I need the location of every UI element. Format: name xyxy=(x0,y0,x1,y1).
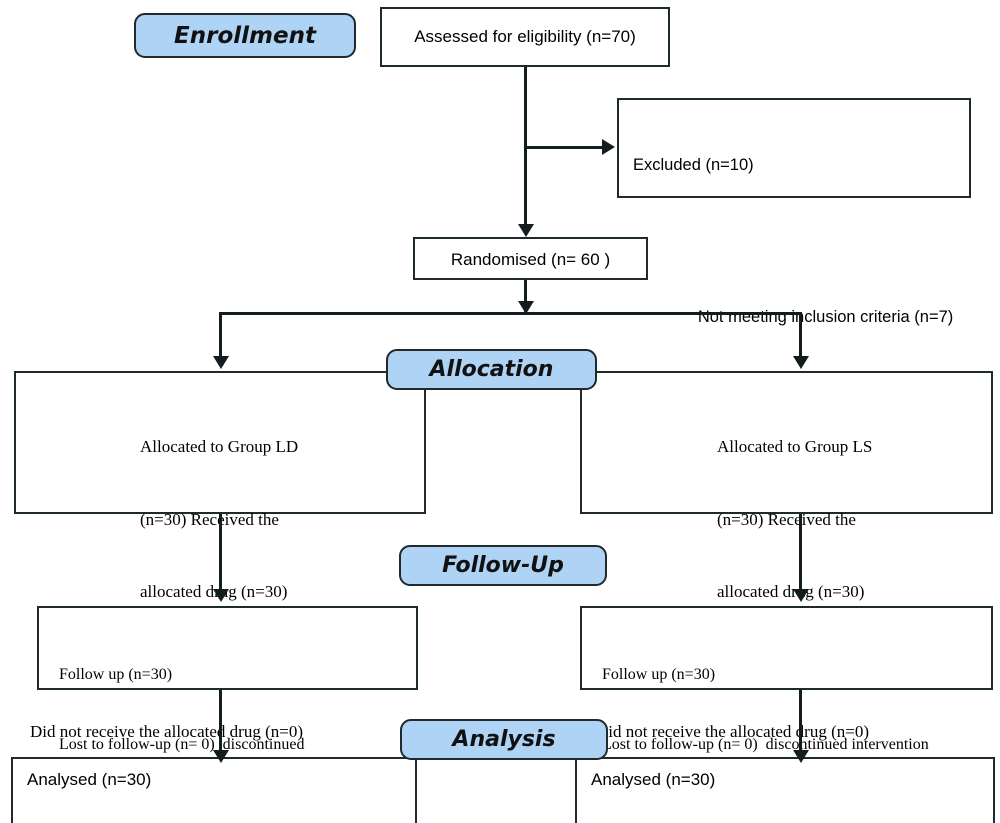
node-followup-right-text: Follow up (n=30) Lost to follow-up (n= 0… xyxy=(602,617,987,823)
list-item: ♦ Not meeting inclusion criteria (n=7) xyxy=(633,263,963,350)
node-analysed-left-text: Analysed (n=30) xyxy=(27,770,152,789)
allocation-left-line4: Did not receive the allocated drug (n=0) xyxy=(30,721,303,741)
node-allocation-right: Allocated to Group LS (n=30) Received th… xyxy=(580,371,993,741)
connector-split-right xyxy=(799,312,802,359)
arrowhead-randomised-stem xyxy=(518,301,534,314)
node-assessed-for-eligibility: Assessed for eligibility (n=70) xyxy=(380,7,670,67)
node-followup-left: Follow up (n=30) Lost to follow-up (n= 0… xyxy=(37,606,418,823)
stage-label-enrollment-text: Enrollment xyxy=(174,22,316,49)
arrowhead-followup-left-to-analysis xyxy=(213,750,229,763)
allocation-left-line2: (n=30) Received the xyxy=(140,509,279,529)
arrowhead-assessed-to-randomised xyxy=(518,224,534,237)
node-allocation-right-text: Allocated to Group LS (n=30) Received th… xyxy=(582,387,991,792)
followup-left-line1: Follow up (n=30) xyxy=(59,666,173,684)
arrowhead-alloc-left-to-followup xyxy=(213,589,229,602)
stage-label-analysis-text: Analysis xyxy=(452,727,556,752)
node-excluded-title: Excluded (n=10) xyxy=(633,155,754,174)
followup-right-line1: Follow up (n=30) xyxy=(602,666,716,684)
list-item-label: Not meeting inclusion criteria (n=7) xyxy=(697,307,954,326)
connector-followup-left-to-analysis xyxy=(219,690,222,755)
connector-split-left xyxy=(219,312,222,359)
connector-randomised-stem xyxy=(524,280,527,313)
node-assessed-for-eligibility-text: Assessed for eligibility (n=70) xyxy=(414,27,636,46)
allocation-right-line2: (n=30) Received the xyxy=(717,509,856,529)
arrowhead-to-excluded xyxy=(602,139,615,155)
connector-allocation-split-bar xyxy=(219,312,802,315)
node-allocation-left-text: Allocated to Group LD (n=30) Received th… xyxy=(16,387,424,792)
connector-to-excluded xyxy=(524,146,606,149)
arrowhead-followup-right-to-analysis xyxy=(793,750,809,763)
allocation-left-line1: Allocated to Group LD xyxy=(140,437,299,457)
node-analysed-right: Analysed (n=30) xyxy=(575,757,995,823)
node-allocation-left: Allocated to Group LD (n=30) Received th… xyxy=(14,371,426,741)
node-excluded: Excluded (n=10) ♦ Not meeting inclusion … xyxy=(617,98,971,456)
node-randomised-text: Randomised (n= 60 ) xyxy=(450,250,611,269)
arrowhead-alloc-right-to-followup xyxy=(793,589,809,602)
connector-alloc-left-to-followup xyxy=(219,514,222,592)
stage-label-allocation-text: Allocation xyxy=(429,357,554,382)
connector-followup-right-to-analysis xyxy=(799,690,802,755)
stage-label-enrollment: Enrollment xyxy=(134,13,356,58)
node-followup-right: Follow up (n=30) Lost to follow-up (n= 0… xyxy=(580,606,993,823)
stage-label-allocation: Allocation xyxy=(386,349,597,390)
followup-right-line2: Lost to follow-up (n= 0) discontinued in… xyxy=(602,735,929,753)
arrowhead-split-right xyxy=(793,356,809,369)
node-analysed-right-text: Analysed (n=30) xyxy=(591,770,716,789)
arrowhead-split-left xyxy=(213,356,229,369)
allocation-right-line1: Allocated to Group LS xyxy=(717,437,873,457)
stage-label-followup: Follow-Up xyxy=(399,545,607,586)
followup-left-line2: Lost to follow-up (n= 0) discontinued xyxy=(59,735,305,753)
node-analysed-left: Analysed (n=30) xyxy=(11,757,417,823)
stage-label-followup-text: Follow-Up xyxy=(442,553,564,578)
allocation-right-line3: allocated drug (n=30) xyxy=(717,582,865,601)
node-randomised: Randomised (n= 60 ) xyxy=(413,237,648,280)
connector-alloc-right-to-followup xyxy=(799,514,802,592)
allocation-right-line4: Did not receive the allocated drug (n=0) xyxy=(596,721,869,741)
stage-label-analysis: Analysis xyxy=(400,719,608,760)
